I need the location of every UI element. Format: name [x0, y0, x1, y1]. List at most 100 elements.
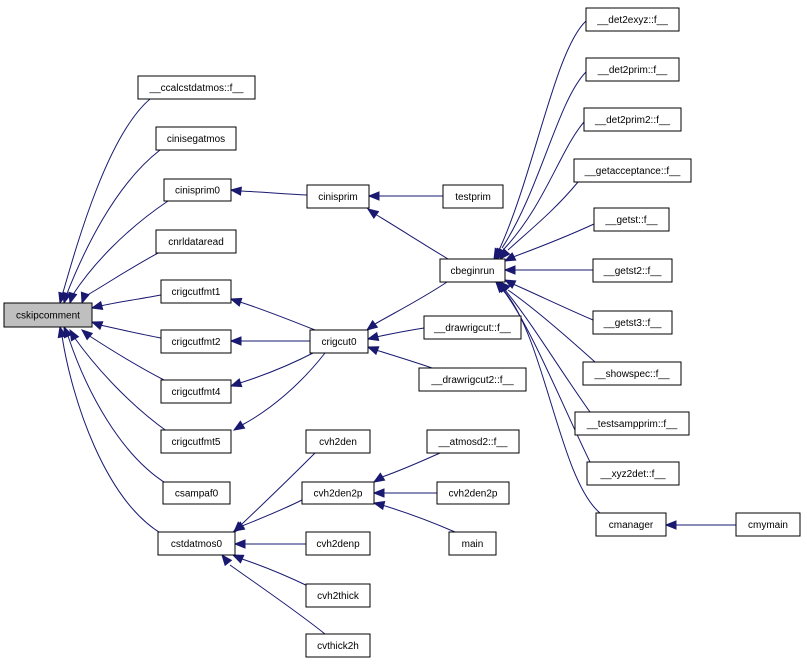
edge-drawrigcut-to-crigcut0 — [366, 327, 425, 342]
node-cinisegatmos[interactable]: cinisegatmos — [155, 126, 237, 151]
node-cskipcomment[interactable]: cskipcomment — [3, 302, 93, 328]
edge-arrowhead — [80, 329, 94, 341]
node-box[interactable] — [305, 429, 371, 454]
node-cstdatmos0[interactable]: cstdatmos0 — [157, 531, 236, 556]
node-box[interactable] — [160, 379, 232, 404]
node-box[interactable] — [163, 178, 232, 202]
node-box[interactable] — [155, 126, 237, 151]
node-atmosd2[interactable]: __atmosd2::f__ — [426, 429, 520, 454]
node-cvh2den2p-b[interactable]: cvh2den2p — [436, 481, 510, 505]
edge-cvh2thick-to-cstdatmos0 — [231, 554, 311, 588]
node-det2prim[interactable]: __det2prim::f__ — [585, 57, 680, 82]
node-cnrldataread[interactable]: cnrldataread — [155, 229, 237, 254]
node-getst2[interactable]: __getst2::f__ — [592, 258, 673, 283]
node-label: cskipcomment — [16, 311, 80, 322]
node-box[interactable] — [160, 329, 232, 354]
node-box[interactable] — [592, 258, 673, 283]
node-cvh2thick[interactable]: cvh2thick — [305, 583, 371, 608]
node-det2prim2[interactable]: __det2prim2::f__ — [583, 107, 682, 132]
node-box[interactable] — [582, 361, 682, 386]
node-box[interactable] — [301, 481, 375, 505]
edge-arrowhead — [232, 521, 246, 532]
node-drawrigcut2[interactable]: __drawrigcut2::f__ — [418, 367, 527, 392]
node-box[interactable] — [155, 229, 237, 254]
node-box[interactable] — [426, 429, 520, 454]
node-cinisprim[interactable]: cinisprim — [306, 184, 370, 209]
node-box[interactable] — [585, 57, 680, 82]
node-box[interactable] — [583, 107, 682, 132]
node-crigcutfmt2[interactable]: crigcutfmt2 — [160, 329, 232, 354]
node-box[interactable] — [137, 75, 256, 100]
node-label: __getst::f__ — [604, 215, 658, 226]
node-det2exyz[interactable]: __det2exyz::f__ — [585, 7, 680, 32]
node-box[interactable] — [585, 7, 680, 32]
node-label: crigcut0 — [321, 337, 356, 348]
node-box[interactable] — [586, 461, 680, 486]
node-box[interactable] — [305, 583, 371, 608]
node-box[interactable] — [595, 512, 667, 537]
node-box[interactable] — [423, 315, 522, 340]
node-getacceptance[interactable]: __getacceptance::f__ — [573, 158, 692, 183]
node-label: crigcutfmt1 — [172, 287, 221, 298]
node-box[interactable] — [305, 531, 371, 556]
node-box[interactable] — [442, 184, 504, 209]
edge-crigcutfmt2-to-cskipcomment — [90, 321, 162, 339]
node-csampaf0[interactable]: csampaf0 — [162, 481, 231, 505]
node-cvh2den[interactable]: cvh2den — [305, 429, 371, 454]
node-testsampprim[interactable]: __testsampprim::f__ — [574, 411, 690, 436]
node-box[interactable] — [573, 158, 692, 183]
node-cbeginrun[interactable]: cbeginrun — [439, 258, 506, 283]
edge-arrowhead — [229, 336, 242, 346]
node-crigcutfmt4[interactable]: crigcutfmt4 — [160, 379, 232, 404]
edge-line — [239, 301, 316, 331]
node-box[interactable] — [3, 302, 93, 328]
edge-testprim-to-cinisprim — [367, 191, 443, 201]
node-box[interactable] — [305, 633, 371, 658]
edge-arrowhead — [90, 300, 104, 311]
node-cvh2denp[interactable]: cvh2denp — [305, 531, 371, 556]
node-label: cbeginrun — [451, 266, 495, 277]
edge-ccalcstdatmos-to-cskipcomment — [58, 98, 151, 305]
node-ccalcstdatmos[interactable]: __ccalcstdatmos::f__ — [137, 75, 256, 100]
node-cmymain[interactable]: cmymain — [735, 512, 801, 537]
edge-arrowhead — [503, 252, 517, 262]
node-cinisprim0[interactable]: cinisprim0 — [163, 178, 232, 202]
edge-line — [507, 181, 579, 251]
node-box[interactable] — [309, 329, 369, 354]
node-box[interactable] — [439, 258, 506, 283]
node-cmanager[interactable]: cmanager — [595, 512, 667, 537]
node-testprim[interactable]: testprim — [442, 184, 504, 209]
edge-line — [512, 283, 594, 321]
node-crigcutfmt5[interactable]: crigcutfmt5 — [160, 429, 232, 454]
node-box[interactable] — [592, 310, 673, 335]
node-box[interactable] — [735, 512, 801, 537]
node-box[interactable] — [436, 481, 510, 505]
edge-arrowhead — [233, 539, 246, 549]
node-cvh2den2p-a[interactable]: cvh2den2p — [301, 481, 375, 505]
node-label: __det2exyz::f__ — [596, 15, 668, 26]
node-box[interactable] — [574, 411, 690, 436]
edge-main-to-cvh2den2p_a — [372, 500, 456, 533]
node-box[interactable] — [160, 279, 232, 304]
edge-line — [499, 20, 587, 249]
node-box[interactable] — [418, 367, 527, 392]
node-getst[interactable]: __getst::f__ — [593, 207, 670, 232]
node-box[interactable] — [160, 429, 232, 454]
node-box[interactable] — [157, 531, 236, 556]
edge-line — [241, 352, 326, 426]
node-box[interactable] — [448, 531, 497, 556]
node-cvthick2h[interactable]: cvthick2h — [305, 633, 371, 658]
node-xyz2det[interactable]: __xyz2det::f__ — [586, 461, 680, 486]
node-showspec[interactable]: __showspec::f__ — [582, 361, 682, 386]
edge-line — [241, 499, 303, 527]
node-main[interactable]: main — [448, 531, 497, 556]
node-drawrigcut[interactable]: __drawrigcut::f__ — [423, 315, 522, 340]
node-crigcut0[interactable]: crigcut0 — [309, 329, 369, 354]
node-box[interactable] — [593, 207, 670, 232]
edge-crigcut0-to-crigcutfmt1 — [229, 297, 316, 331]
node-label: cvh2thick — [317, 591, 360, 602]
node-getst3[interactable]: __getst3::f__ — [592, 310, 673, 335]
node-crigcutfmt1[interactable]: crigcutfmt1 — [160, 279, 232, 304]
node-box[interactable] — [162, 481, 231, 505]
node-box[interactable] — [306, 184, 370, 209]
